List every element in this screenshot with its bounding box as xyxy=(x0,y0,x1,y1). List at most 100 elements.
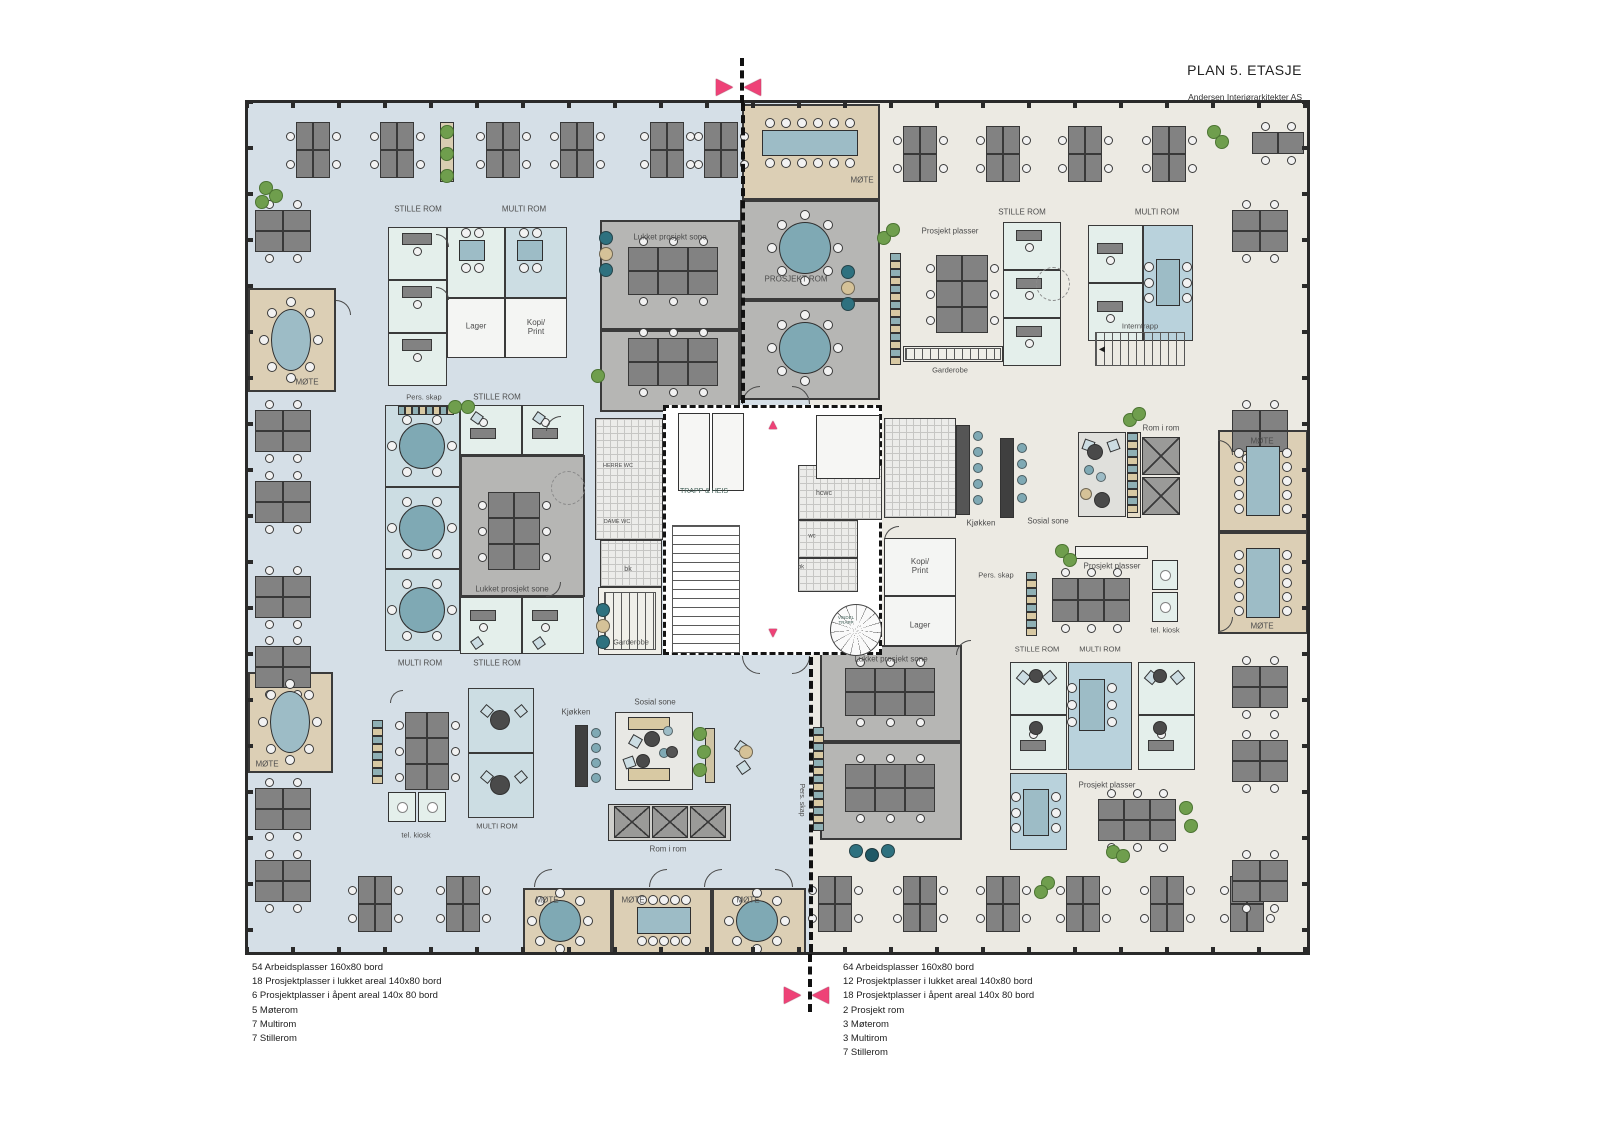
desk xyxy=(1124,820,1150,841)
dashed-circle xyxy=(1036,267,1070,301)
desk xyxy=(255,210,283,231)
chair xyxy=(1282,448,1292,458)
desk xyxy=(1150,876,1167,904)
entrance-arrow: ▲ xyxy=(766,416,780,432)
desk xyxy=(255,860,283,881)
chair xyxy=(1060,567,1070,577)
chair xyxy=(481,885,491,895)
desk xyxy=(532,610,558,621)
locker-cell xyxy=(372,728,383,736)
room-label: MØTE xyxy=(621,895,645,905)
exterior-wall xyxy=(245,100,1310,955)
meeting-table xyxy=(1246,548,1280,618)
desk xyxy=(986,126,1003,154)
chair xyxy=(823,266,834,277)
desk xyxy=(488,518,514,544)
chair xyxy=(781,118,791,128)
chair xyxy=(292,565,302,575)
chair xyxy=(1219,913,1229,923)
furniture-box xyxy=(614,806,650,838)
room-label: Sosial sone xyxy=(634,697,676,707)
chair xyxy=(286,373,296,383)
chair xyxy=(1105,313,1115,323)
chair xyxy=(638,236,648,246)
chair xyxy=(800,310,810,320)
desk xyxy=(397,150,414,178)
chair xyxy=(1286,121,1296,131)
chair xyxy=(478,622,488,632)
locker-cell xyxy=(890,309,901,317)
chair xyxy=(1021,135,1031,145)
chair xyxy=(1282,490,1292,500)
chair xyxy=(264,470,274,480)
chair xyxy=(989,263,999,273)
desk xyxy=(405,738,427,764)
locker-cell xyxy=(890,341,901,349)
legend-item: 12 Prosjektplasser i lukket areal 140x80… xyxy=(843,976,1033,988)
section-line xyxy=(741,103,745,403)
chair xyxy=(1021,163,1031,173)
stool xyxy=(973,463,983,473)
chair xyxy=(1101,913,1111,923)
chair xyxy=(925,289,935,299)
chair xyxy=(432,579,442,590)
desk xyxy=(1260,860,1288,881)
chair xyxy=(1265,913,1275,923)
chair xyxy=(285,679,295,689)
chair xyxy=(264,849,274,859)
desk xyxy=(283,597,311,618)
desk xyxy=(903,154,920,182)
chair xyxy=(829,118,839,128)
chair xyxy=(1234,550,1244,560)
chair xyxy=(1282,550,1292,560)
desk xyxy=(650,122,667,150)
chair xyxy=(1086,567,1096,577)
desk xyxy=(1066,904,1083,932)
chair xyxy=(1269,783,1279,793)
desk xyxy=(1167,904,1184,932)
desk xyxy=(628,362,658,386)
locker-cell xyxy=(1026,620,1037,628)
room-label: wc xyxy=(808,533,816,540)
stool xyxy=(1029,669,1043,683)
desk xyxy=(688,271,718,295)
room-label: Prosjekt plasser xyxy=(921,226,979,236)
chair xyxy=(776,366,787,377)
stool xyxy=(599,263,613,277)
desk xyxy=(1232,761,1260,782)
chair xyxy=(450,720,460,730)
desk xyxy=(1003,904,1020,932)
desk xyxy=(358,876,375,904)
desk xyxy=(488,492,514,518)
chair xyxy=(1158,842,1168,852)
chair xyxy=(1101,885,1111,895)
desk xyxy=(358,904,375,932)
wc-tile-area xyxy=(600,540,662,587)
room-label: MULTI ROM xyxy=(501,204,547,214)
locker-cell xyxy=(1026,596,1037,604)
oval-table xyxy=(270,691,310,753)
spiral-stair xyxy=(830,604,882,656)
stool xyxy=(1017,459,1027,469)
title-block: PLAN 5. ETASJE Andersen Interiørarkitekt… xyxy=(902,62,1302,102)
room-label: STILLE ROM xyxy=(473,392,521,402)
stairs xyxy=(905,348,1001,360)
chair xyxy=(915,717,925,727)
oval-table xyxy=(271,309,311,371)
chair xyxy=(1187,135,1197,145)
desk xyxy=(1150,799,1176,820)
desk xyxy=(470,610,496,621)
furniture-box xyxy=(628,768,670,781)
desk xyxy=(1252,132,1278,154)
chair xyxy=(1055,885,1065,895)
window-mullions-right xyxy=(1302,100,1307,955)
chair xyxy=(813,118,823,128)
legend-item: 2 Prosjekt rom xyxy=(843,1004,905,1016)
page-title: PLAN 5. ETASJE xyxy=(1187,62,1302,78)
chair xyxy=(637,936,648,946)
kiosk-seat xyxy=(396,801,408,813)
desk xyxy=(1232,881,1260,902)
chair xyxy=(813,158,823,168)
chair xyxy=(447,605,457,615)
desk xyxy=(1097,243,1123,254)
